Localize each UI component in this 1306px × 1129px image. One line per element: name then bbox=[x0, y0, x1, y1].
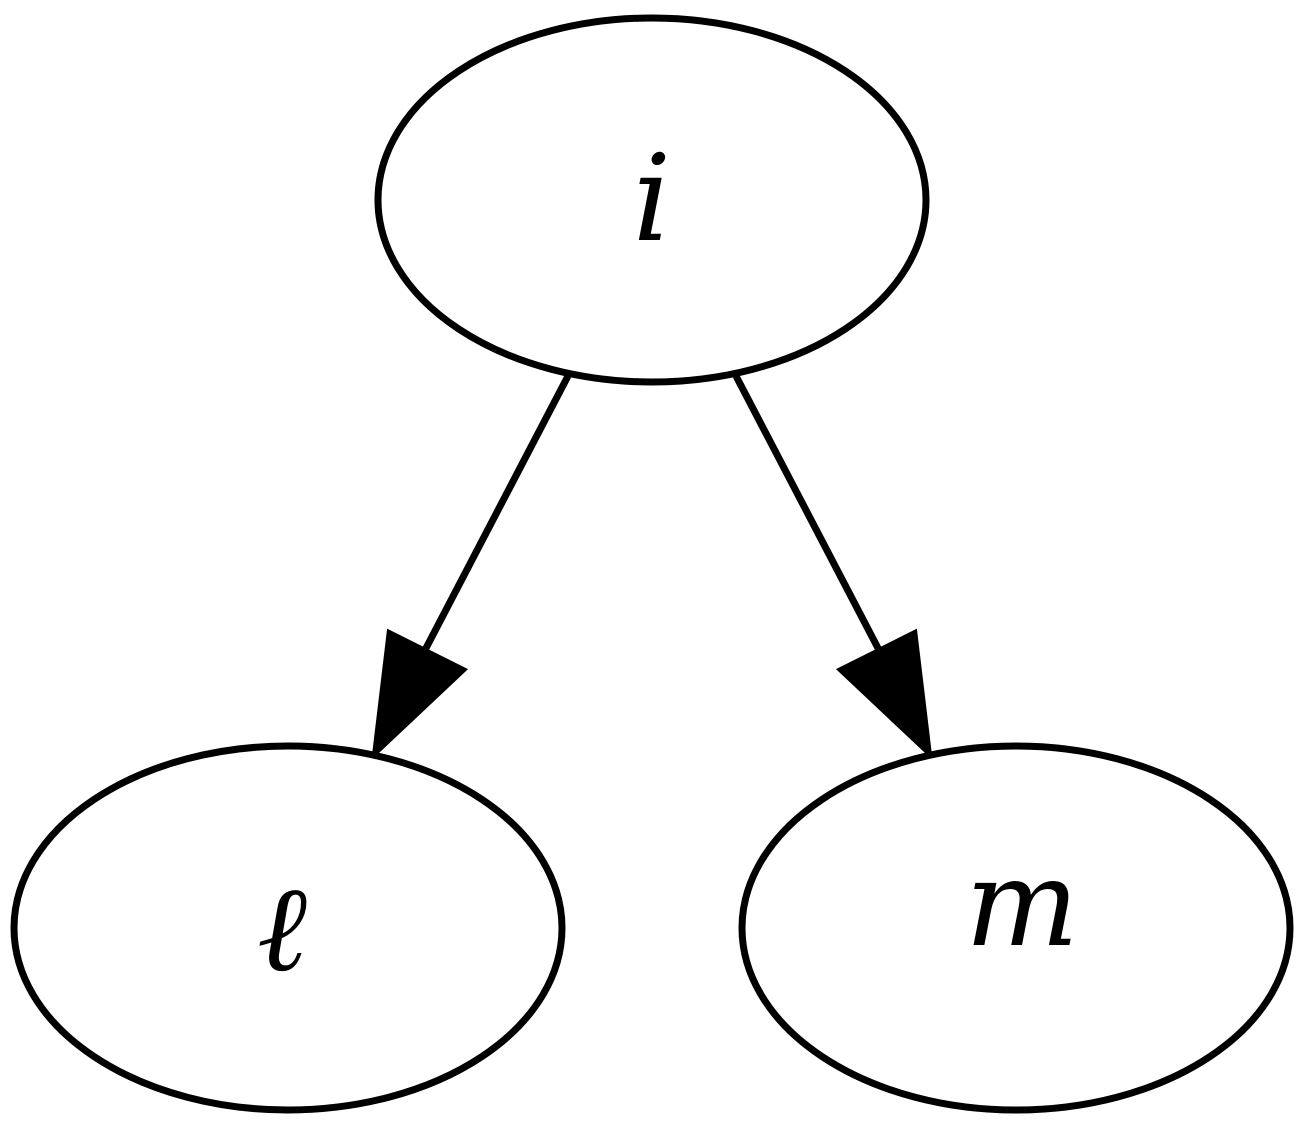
edge-i-to-m-line bbox=[732, 374, 884, 654]
edge-i-to-m-arrowhead bbox=[835, 628, 933, 761]
node-l-ellipse bbox=[10, 742, 566, 1114]
node-l: ℓ bbox=[10, 742, 566, 1114]
edge-i-to-l bbox=[371, 374, 572, 761]
node-m-ellipse bbox=[738, 742, 1294, 1114]
node-i: i bbox=[374, 14, 930, 386]
node-m-label: m bbox=[965, 835, 1079, 974]
node-l-label: ℓ bbox=[257, 860, 307, 999]
node-i-label: i bbox=[633, 130, 671, 269]
edge-i-to-l-arrowhead bbox=[371, 628, 469, 761]
edge-i-to-l-line bbox=[420, 374, 572, 654]
node-i-ellipse bbox=[374, 14, 930, 386]
edge-i-to-m bbox=[732, 374, 933, 761]
node-m: m bbox=[738, 742, 1294, 1114]
